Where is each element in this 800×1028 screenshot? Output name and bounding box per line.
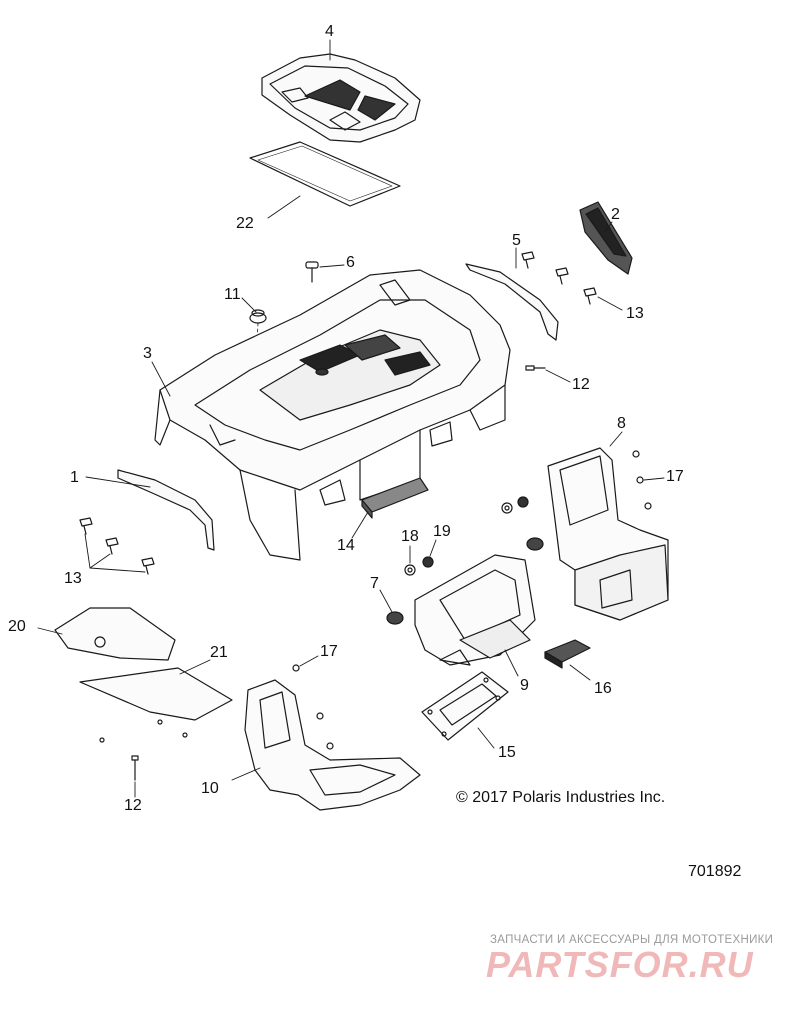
callout-8: 8 [617, 415, 626, 432]
callout-17-top: 17 [666, 468, 684, 485]
part-16-switch [544, 639, 591, 669]
part-7-grommet [386, 537, 544, 625]
part-12-screw-bottom [131, 755, 139, 781]
callout-9: 9 [520, 677, 529, 694]
callout-14: 14 [337, 537, 355, 554]
part-4-cover-panel [261, 53, 421, 143]
watermark-logo: PARTSFOR.RU [486, 944, 754, 985]
callout-21: 21 [210, 644, 228, 661]
copyright-notice: © 2017 Polaris Industries Inc. [456, 789, 666, 806]
part-21-mat [79, 667, 233, 743]
part-10-side-panel [244, 664, 421, 811]
part-20-panel [54, 607, 176, 661]
part-9-console-tray [414, 554, 536, 666]
callout-19: 19 [433, 523, 451, 540]
callout-12-bottom: 12 [124, 797, 142, 814]
part-14-foam-block [361, 477, 429, 519]
part-8-storage-bin [547, 447, 669, 621]
callout-6: 6 [346, 254, 355, 271]
callout-20: 20 [8, 618, 26, 635]
part-15-access-cover [421, 671, 509, 741]
part-13-rivets-top [521, 251, 597, 305]
part-5-trim-strip [465, 263, 559, 341]
watermark-tagline: ЗАПЧАСТИ И АКСЕССУАРЫ ДЛЯ МОТОТЕХНИКИ [490, 934, 774, 946]
leader-lines [37, 39, 665, 798]
figure-number: 701892 [688, 863, 742, 880]
part-13-rivets-left [79, 517, 155, 575]
callout-7: 7 [370, 575, 379, 592]
callout-16: 16 [594, 680, 612, 697]
callout-5: 5 [512, 232, 521, 249]
callout-2: 2 [611, 206, 620, 223]
callout-13-top: 13 [626, 305, 644, 322]
callout-22: 22 [236, 215, 254, 232]
part-12-screw-top [525, 365, 546, 371]
callout-11: 11 [224, 286, 241, 303]
part-6-bolt [305, 261, 319, 283]
part-1-side-trim [117, 469, 215, 551]
part-18-washer [404, 502, 513, 576]
callout-17-bottom: 17 [320, 643, 338, 660]
part-22-mat [249, 141, 401, 207]
callout-15: 15 [498, 744, 516, 761]
part-19-nut [422, 496, 529, 568]
callout-4: 4 [325, 23, 334, 40]
callout-18: 18 [401, 528, 419, 545]
callout-10: 10 [201, 780, 219, 797]
part-3-cargo-bed [154, 269, 511, 561]
callout-1: 1 [70, 469, 79, 486]
callout-3: 3 [143, 345, 152, 362]
part-2-grille [579, 201, 633, 275]
callout-13-left: 13 [64, 570, 82, 587]
callout-12-top: 12 [572, 376, 590, 393]
